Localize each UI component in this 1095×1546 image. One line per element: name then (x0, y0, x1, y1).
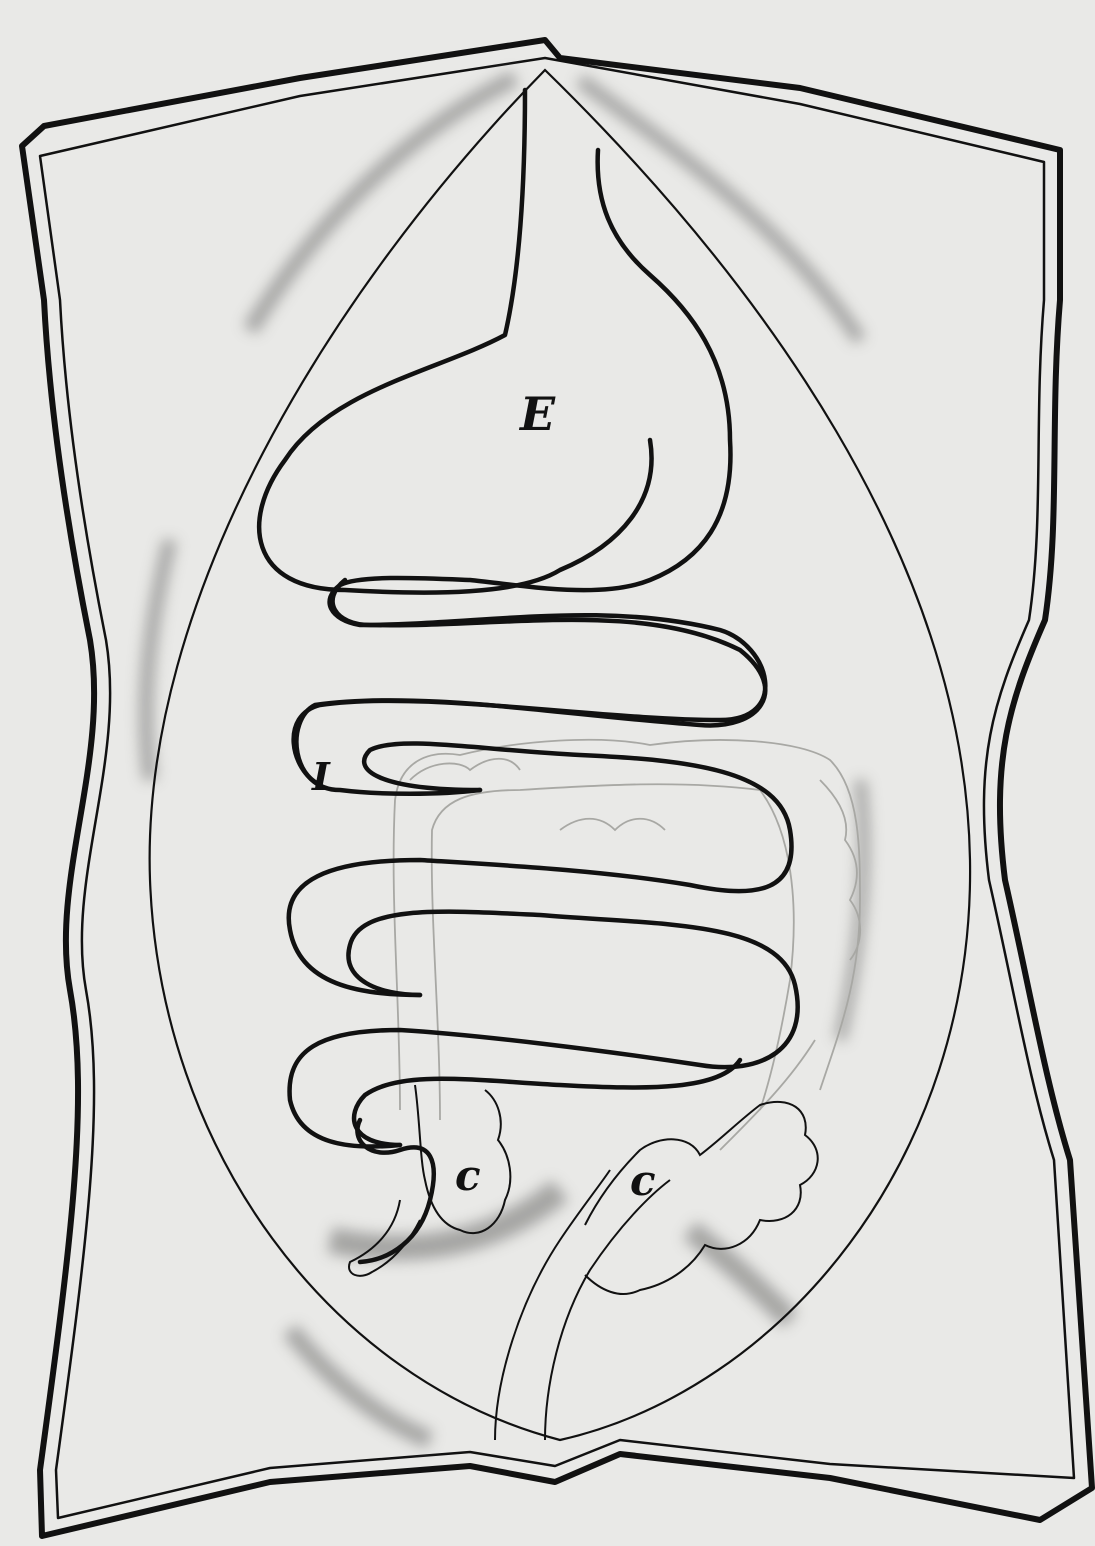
label-stomach: E (518, 387, 556, 441)
label-small-intestine: I (311, 754, 331, 799)
label-colon-right: c (630, 1156, 656, 1205)
label-colon-left: c (455, 1151, 481, 1200)
